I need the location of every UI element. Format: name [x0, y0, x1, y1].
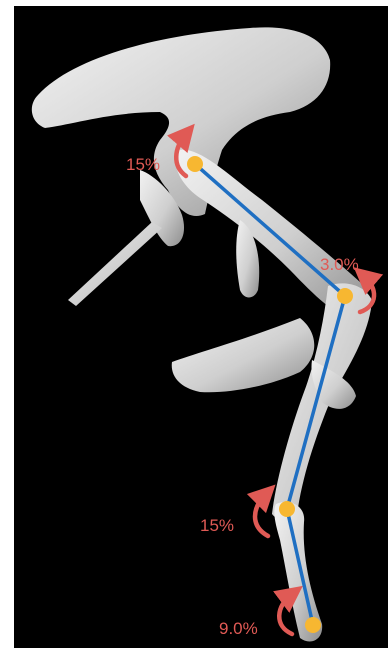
toe-percent-label: 9.0%: [219, 619, 258, 638]
hip-joint: [187, 156, 203, 172]
ankle-percent-label: 15%: [200, 516, 234, 535]
knee-percent-label: 3.0%: [320, 255, 359, 274]
knee-joint: [337, 288, 353, 304]
toe-joint: [305, 617, 321, 633]
hip-percent-label: 15%: [126, 155, 160, 174]
ankle-joint: [279, 501, 295, 517]
